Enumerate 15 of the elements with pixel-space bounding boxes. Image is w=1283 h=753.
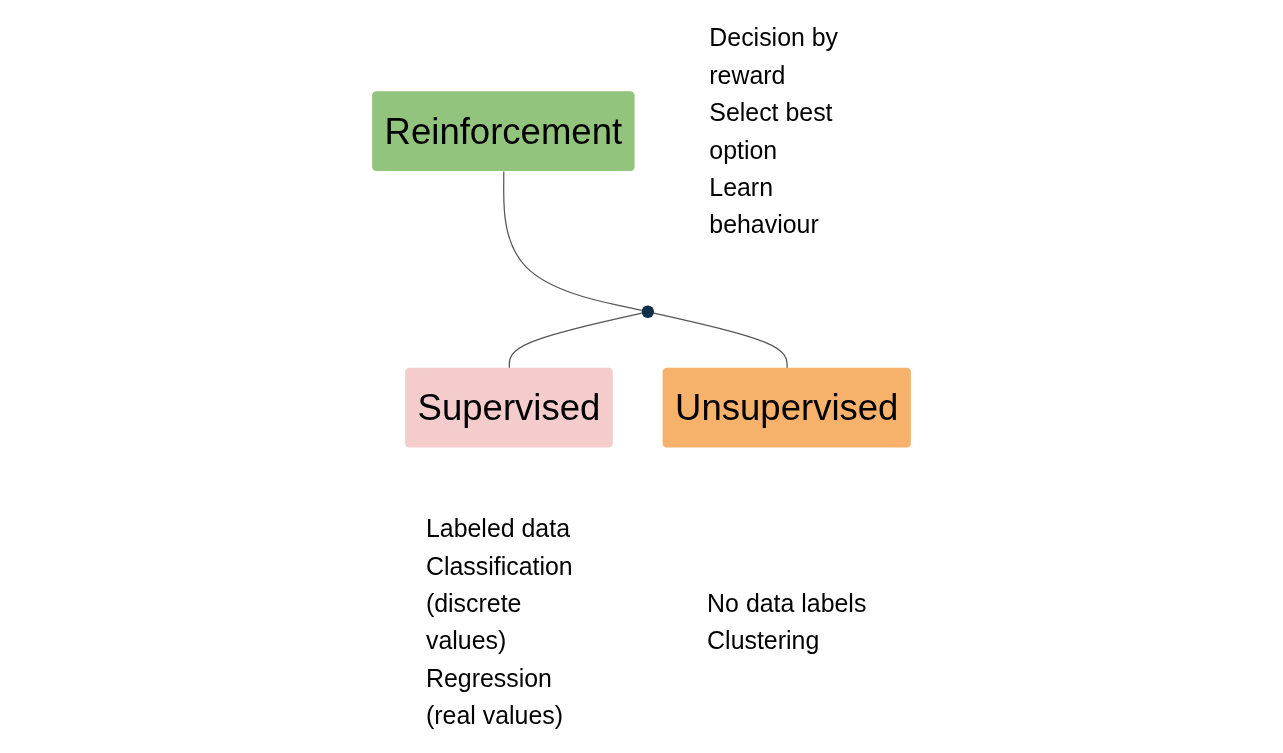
connector xyxy=(508,312,643,369)
node-label: Regression (real values) xyxy=(425,664,563,729)
node-label: Clustering xyxy=(707,626,820,655)
connector xyxy=(653,312,788,369)
node-label: Decision by reward xyxy=(709,24,839,89)
node-label: No data labels xyxy=(707,589,867,617)
node-box: Supervised xyxy=(405,367,613,448)
node-circle xyxy=(641,305,655,318)
node-label: Learn behaviour xyxy=(709,173,819,239)
node-box: Unsupervised xyxy=(662,367,911,448)
node-label: Classification (discrete values) xyxy=(425,552,573,655)
node-label: Select best option xyxy=(709,98,833,164)
connector xyxy=(503,170,643,312)
node-box: Reinforcement xyxy=(372,91,635,171)
node-label: Labeled data xyxy=(425,514,570,543)
